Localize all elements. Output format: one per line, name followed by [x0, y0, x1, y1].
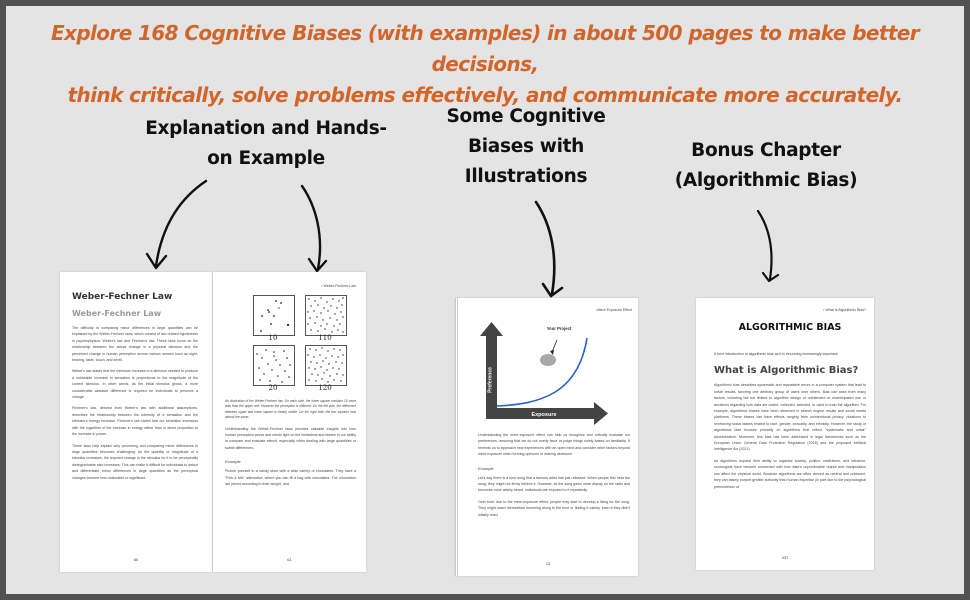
dot-square-110 [305, 295, 347, 336]
paragraph: Weber's law states that the minimum incr… [72, 369, 198, 400]
paragraph: As algorithms expand their ability to or… [714, 458, 866, 489]
figure-label: 110 [318, 334, 332, 342]
running-head: ▪ What is Algorithmic Bias? [714, 308, 866, 312]
figure-caption: An illustration of the Weber-Fechner law… [225, 399, 356, 420]
bullet-icon: ▪ [321, 284, 323, 288]
page-number: 13 [545, 561, 551, 566]
dot-square-10 [253, 295, 295, 336]
dots-icon [256, 349, 291, 383]
section-label-explanation: Explanation and Hands- on Example [126, 114, 406, 174]
page-number: 437 [781, 555, 789, 560]
headline: Explore 168 Cognitive Biases (with examp… [6, 18, 964, 111]
paragraph: The difficulty in comparing minor differ… [72, 326, 198, 363]
page-number: 61 [287, 557, 292, 562]
label-line: Bonus Chapter [691, 140, 841, 161]
page-subtitle: Weber-Fechner Law [72, 309, 162, 318]
paragraph: Over time, due to the mere-exposure effe… [478, 499, 630, 517]
book-page-437: ▪ What is Algorithmic Bias? ALGORITHMIC … [696, 298, 874, 570]
book-page-61: ▪ Weber-Fechner Law 10 110 [213, 272, 366, 572]
paragraph: Let's say there is a new song that a fam… [478, 475, 630, 493]
label-line: Illustrations [464, 166, 588, 187]
dot-square-20 [253, 345, 295, 386]
curved-arrow-icon [534, 200, 564, 298]
running-head-text: Mere Exposure Effect [597, 308, 633, 312]
dots-icon [260, 300, 290, 332]
label-line: on Example [207, 148, 325, 169]
curved-arrow-icon [756, 209, 780, 283]
figure-label: 120 [318, 384, 332, 392]
label-line: (Algorithmic Bias) [674, 170, 858, 191]
book-page-60: Weber-Fechner Law Weber-Fechner Law The … [60, 272, 212, 572]
promo-canvas: Explore 168 Cognitive Biases (with examp… [6, 6, 964, 594]
section-heading: What is Algorithmic Bias? [714, 365, 859, 377]
book-page-13: ▪Mere Exposure Effect Preference Exposur… [455, 298, 638, 576]
figure-label: 20 [268, 384, 278, 392]
headline-line-1: Explore 168 Cognitive Biases (with examp… [50, 21, 920, 76]
example-label: Example [478, 465, 494, 471]
paragraph: Understanding the Weber-Fechner laws pro… [225, 426, 356, 450]
y-axis-label: Preference [488, 367, 494, 393]
running-head: ▪Mere Exposure Effect [478, 308, 632, 312]
paragraph: Fechner's law, derived from Weber's law … [72, 406, 198, 437]
bullet-icon: ▪ [596, 308, 598, 312]
x-axis-label: Exposure [531, 412, 556, 418]
running-head-text: What is Algorithmic Bias? [825, 308, 866, 312]
running-head-text: Weber-Fechner Law [323, 284, 357, 288]
figure-label: 10 [268, 334, 278, 342]
page-number: 60 [133, 557, 139, 562]
label-line: Explanation and Hands- [145, 118, 387, 139]
intro-paragraph: A brief introduction to algorithmic bias… [714, 352, 839, 356]
marker-label: Your Project [547, 326, 572, 331]
paragraph: Picture yourself in a candy store with a… [225, 469, 356, 487]
label-line: Biases with [467, 136, 585, 157]
mere-exposure-chart: Preference Exposure Your Project [480, 322, 608, 425]
example-label: Example [225, 459, 241, 465]
page-title: Weber-Fechner Law [72, 292, 173, 302]
paragraph: Understanding the mere-exposure effect c… [478, 433, 630, 457]
chapter-title: ALGORITHMIC BIAS [738, 322, 842, 333]
headline-line-2: think critically, solve problems effecti… [67, 83, 903, 107]
paragraph: Algorithmic bias describes systematic an… [714, 383, 866, 452]
dot-square-120 [305, 345, 347, 386]
curved-arrow-icon [145, 179, 208, 270]
paragraph: These laws help explain why perceiving a… [72, 443, 198, 480]
section-label-illustrations: Some Cognitive Biases with Illustrations [426, 102, 626, 192]
dots-icon [307, 297, 344, 333]
section-label-bonus-chapter: Bonus Chapter (Algorithmic Bias) [661, 136, 871, 196]
running-head: ▪ Weber-Fechner Law [225, 284, 356, 288]
label-line: Some Cognitive [446, 106, 606, 127]
dots-icon [307, 347, 344, 383]
curved-arrow-icon [300, 184, 328, 273]
